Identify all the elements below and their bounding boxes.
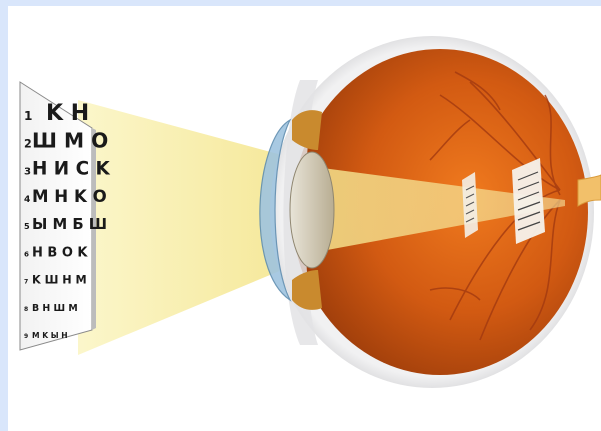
chart-row-number: 7 [24, 279, 28, 286]
chart-row-number: 6 [24, 249, 29, 258]
chart-row-letters: Ш M O [32, 128, 108, 152]
chart-row-letters: M H K O [32, 187, 107, 206]
chart-row-letters: H B O K [32, 245, 88, 260]
optic-nerve [578, 175, 601, 206]
chart-row-letters: Ы M Б Ш [32, 216, 107, 233]
chart-row-number: 3 [24, 167, 31, 178]
chart-row-number: 9 [24, 333, 28, 340]
chart-row-number: 8 [24, 306, 28, 313]
chart-row-letters: H И C K [32, 159, 110, 180]
chart-row-letters: K H [46, 101, 89, 126]
retinal-image-large [512, 158, 545, 244]
chart-row-number: 5 [24, 221, 30, 231]
chart-row-number: 2 [24, 137, 32, 150]
chart-row-number: 4 [24, 195, 30, 205]
chart-row-letters: M K Ы H [32, 331, 68, 340]
crystalline-lens [290, 152, 334, 268]
chart-row-letters: K Ш H M [32, 274, 87, 287]
chart-row-letters: B H Ш M [32, 303, 78, 314]
chart-row-number: 1 [24, 109, 32, 123]
